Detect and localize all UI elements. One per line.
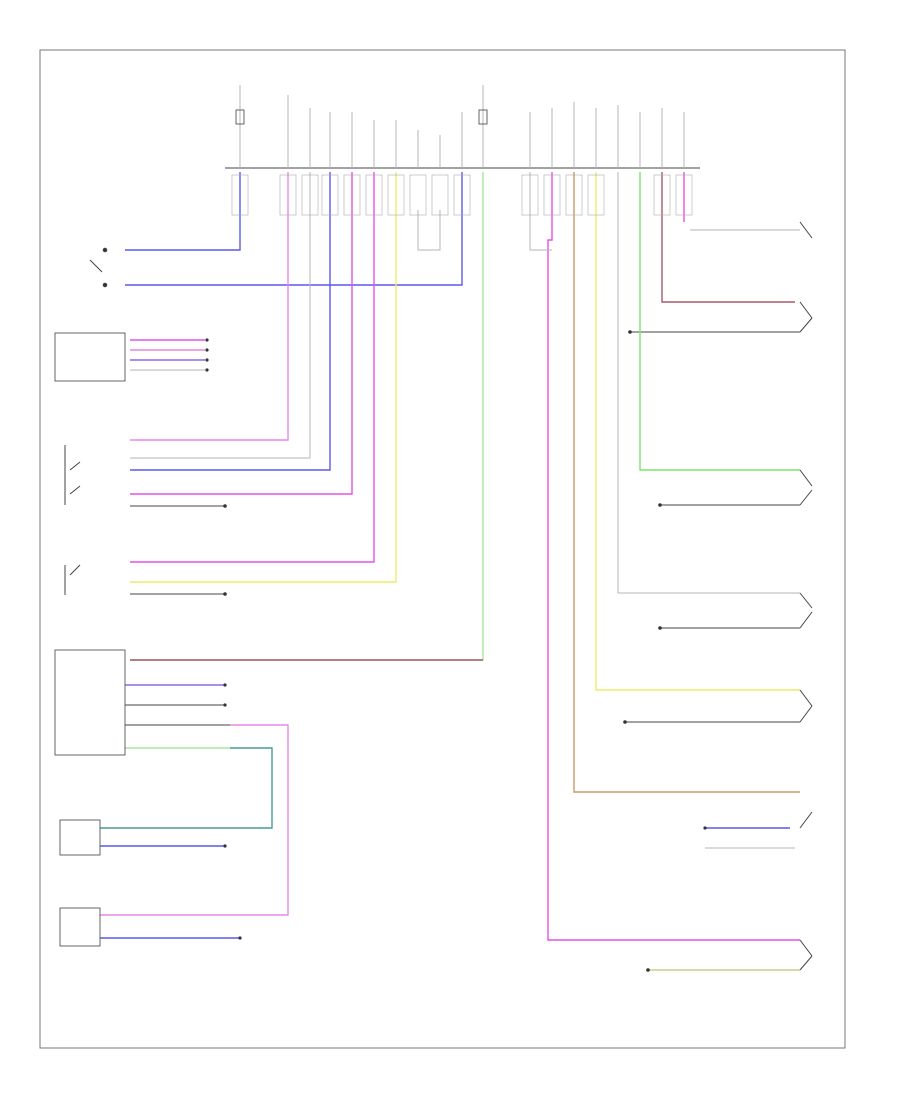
wire-turn-2 <box>130 172 397 583</box>
wire-hood-magenta <box>547 172 800 941</box>
passenger-seatbelt-buckle-switch <box>59 907 101 947</box>
wire-liftgate-brown <box>573 172 800 793</box>
wire-turn-1 <box>130 172 375 563</box>
pin-header-right <box>529 102 685 168</box>
wire-splice-right <box>529 172 552 251</box>
turn-signal-switch <box>64 564 81 595</box>
wire-ignition-start <box>125 172 463 286</box>
door-ajar-switches <box>799 221 813 971</box>
wire-headlamp-1 <box>130 172 289 441</box>
instrument-cluster <box>54 332 126 382</box>
headlamp-switch <box>64 445 81 505</box>
ignition-switch <box>89 247 108 288</box>
pin-header-left <box>287 95 463 168</box>
diagram-frame <box>39 49 846 1049</box>
instrument-cluster-pins <box>130 338 209 372</box>
wire-restraint-feed <box>130 172 484 661</box>
wire-belt-teal <box>100 747 273 829</box>
wire-headlamp-2 <box>130 172 311 459</box>
wire-rr-yellow <box>595 172 800 691</box>
pin-tags-top <box>231 174 693 216</box>
fuse-center <box>478 109 488 125</box>
wire-rr-door-gray <box>617 172 800 594</box>
wire-ignition-splice <box>417 210 441 251</box>
wire-ignition-run <box>125 172 241 251</box>
wire-headlamp-4 <box>130 172 353 495</box>
restraint-module-pins <box>125 683 230 749</box>
driver-seatbelt-buckle-switch <box>59 819 101 856</box>
wire-headlamp-3 <box>130 172 331 471</box>
wire-door-maroon <box>661 172 795 303</box>
wire-rear-door-green <box>639 172 800 471</box>
wire-belt-pink <box>100 724 289 916</box>
restraints-control-module <box>54 649 126 756</box>
fuse-left <box>235 109 245 125</box>
